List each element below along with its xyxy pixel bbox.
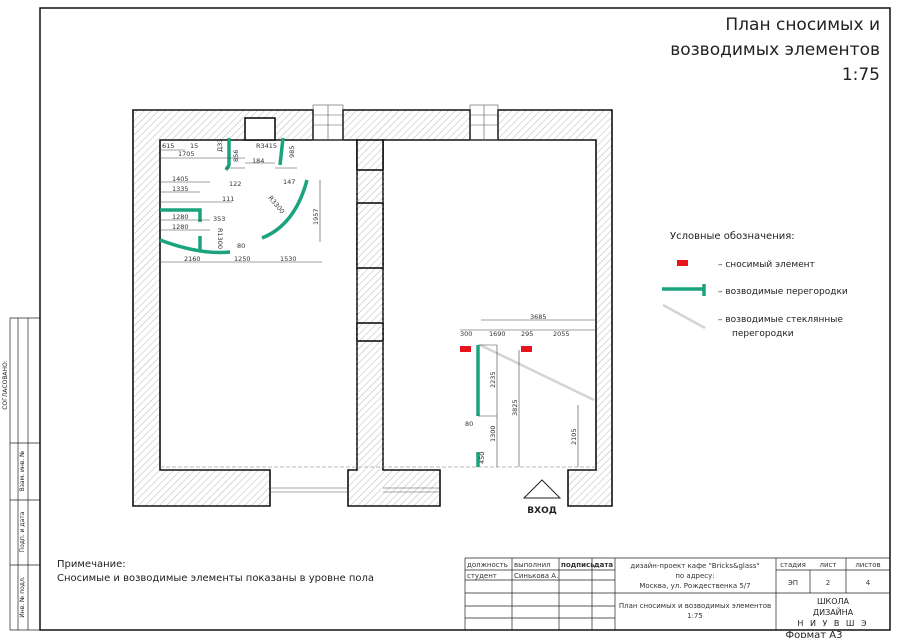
svg-text:1690: 1690 (489, 330, 506, 338)
building-walls (132, 109, 613, 507)
svg-text:3685: 3685 (530, 313, 547, 321)
svg-text:Условные обозначения:: Условные обозначения: (670, 231, 795, 242)
svg-text:перегородки: перегородки (732, 329, 794, 339)
svg-text:подпись: подпись (561, 561, 595, 569)
svg-text:по адресу:: по адресу: (675, 572, 714, 580)
svg-text:1705: 1705 (178, 150, 195, 158)
stairs-icon (312, 104, 499, 141)
svg-text:1250: 1250 (234, 255, 251, 263)
svg-text:ДИЗАЙНА: ДИЗАЙНА (813, 606, 854, 617)
svg-text:План сносимых и возводимых эле: План сносимых и возводимых элементов (619, 602, 771, 610)
svg-text:дизайн-проект кафе "Bricks&gla: дизайн-проект кафе "Bricks&glass" (630, 562, 759, 570)
svg-text:R3415: R3415 (256, 142, 277, 150)
svg-text:295: 295 (521, 330, 533, 338)
svg-text:111: 111 (222, 195, 234, 203)
svg-text:450: 450 (478, 452, 486, 464)
svg-text:ШКОЛА: ШКОЛА (817, 597, 850, 606)
svg-text:1530: 1530 (280, 255, 297, 263)
svg-text:1957: 1957 (312, 208, 320, 225)
svg-text:ДЗЗ: ДЗЗ (216, 139, 224, 152)
svg-text:ЭП: ЭП (788, 579, 798, 587)
dimension-labels: 615 15 1705 ДЗЗ 856 184 R3415 985 122 14… (162, 139, 578, 464)
svg-text:Взам. инв. №: Взам. инв. № (19, 451, 26, 492)
svg-text:Москва, ул. Рождественка 5/7: Москва, ул. Рождественка 5/7 (639, 582, 750, 590)
svg-text:выполнил: выполнил (514, 561, 551, 569)
svg-text:3825: 3825 (511, 399, 519, 416)
svg-text:4: 4 (866, 579, 871, 587)
svg-text:1280: 1280 (172, 213, 189, 221)
svg-text:122: 122 (229, 180, 241, 188)
new-partitions (159, 137, 480, 467)
svg-text:985: 985 (288, 146, 296, 158)
demolished-element (460, 346, 471, 352)
dimension-lines (160, 149, 596, 467)
svg-text:– сносимый элемент: – сносимый элемент (718, 260, 815, 270)
svg-text:2055: 2055 (553, 330, 570, 338)
svg-text:184: 184 (252, 157, 264, 165)
svg-text:1335: 1335 (172, 185, 189, 193)
svg-text:2105: 2105 (570, 428, 578, 445)
svg-text:1300: 1300 (489, 425, 497, 442)
svg-text:1280: 1280 (172, 223, 189, 231)
svg-text:возводимых элементов: возводимых элементов (670, 40, 880, 60)
legend-glass-swatch (662, 303, 706, 330)
entrance-arrow-icon (522, 479, 562, 499)
svg-text:2: 2 (826, 579, 830, 587)
svg-text:должность: должность (467, 561, 508, 569)
side-stamp: СОГЛАСОВАНО: Инв. № подл. Подп. и дата В… (2, 317, 40, 631)
svg-text:студент: студент (467, 572, 497, 580)
svg-text:300: 300 (460, 330, 472, 338)
legend-demolish-swatch (677, 260, 688, 266)
svg-text:Подп. и дата: Подп. и дата (19, 511, 26, 552)
svg-text:R3300: R3300 (266, 194, 286, 215)
svg-text:Инв. № подл.: Инв. № подл. (19, 576, 26, 617)
svg-text:Сносимые и возводимые элементы: Сносимые и возводимые элементы показаны … (57, 573, 374, 584)
svg-text:Формат А3: Формат А3 (786, 630, 843, 638)
svg-text:80: 80 (465, 420, 473, 428)
title-block: должность выполнил подпись дата студент … (464, 557, 890, 638)
svg-text:1405: 1405 (172, 175, 189, 183)
svg-text:147: 147 (283, 178, 295, 186)
svg-text:План сносимых и: План сносимых и (725, 15, 880, 35)
svg-text:– возводимые стеклянные: – возводимые стеклянные (718, 315, 843, 325)
demolished-element (521, 346, 532, 352)
note: Примечание: Сносимые и возводимые элемен… (57, 559, 374, 584)
svg-text:615: 615 (162, 142, 174, 150)
entrance-label: ВХОД (527, 506, 556, 516)
svg-text:1:75: 1:75 (842, 65, 880, 85)
glass-partition (479, 343, 595, 402)
svg-text:лист: лист (820, 561, 837, 569)
svg-text:СОГЛАСОВАНО:: СОГЛАСОВАНО: (2, 360, 9, 410)
svg-text:353: 353 (213, 215, 225, 223)
svg-text:1:75: 1:75 (687, 612, 703, 620)
svg-text:стадия: стадия (780, 561, 806, 569)
svg-text:2160: 2160 (184, 255, 201, 263)
legend-partition-swatch (662, 284, 706, 296)
svg-text:856: 856 (232, 150, 240, 162)
svg-text:дата: дата (594, 561, 613, 569)
svg-text:Синькова А.: Синькова А. (514, 572, 558, 580)
svg-text:– возводимые перегородки: – возводимые перегородки (718, 287, 848, 297)
drawing-title: План сносимых и возводимых элементов 1:7… (670, 15, 880, 85)
svg-text:2235: 2235 (489, 371, 497, 388)
legend: Условные обозначения: – сносимый элемент… (662, 231, 848, 339)
svg-text:80: 80 (237, 242, 245, 250)
svg-text:листов: листов (855, 561, 880, 569)
svg-text:R1300: R1300 (216, 228, 224, 249)
svg-text:Примечание:: Примечание: (57, 559, 126, 570)
svg-text:15: 15 (190, 142, 198, 150)
svg-text:Н И У В Ш Э: Н И У В Ш Э (797, 619, 868, 628)
